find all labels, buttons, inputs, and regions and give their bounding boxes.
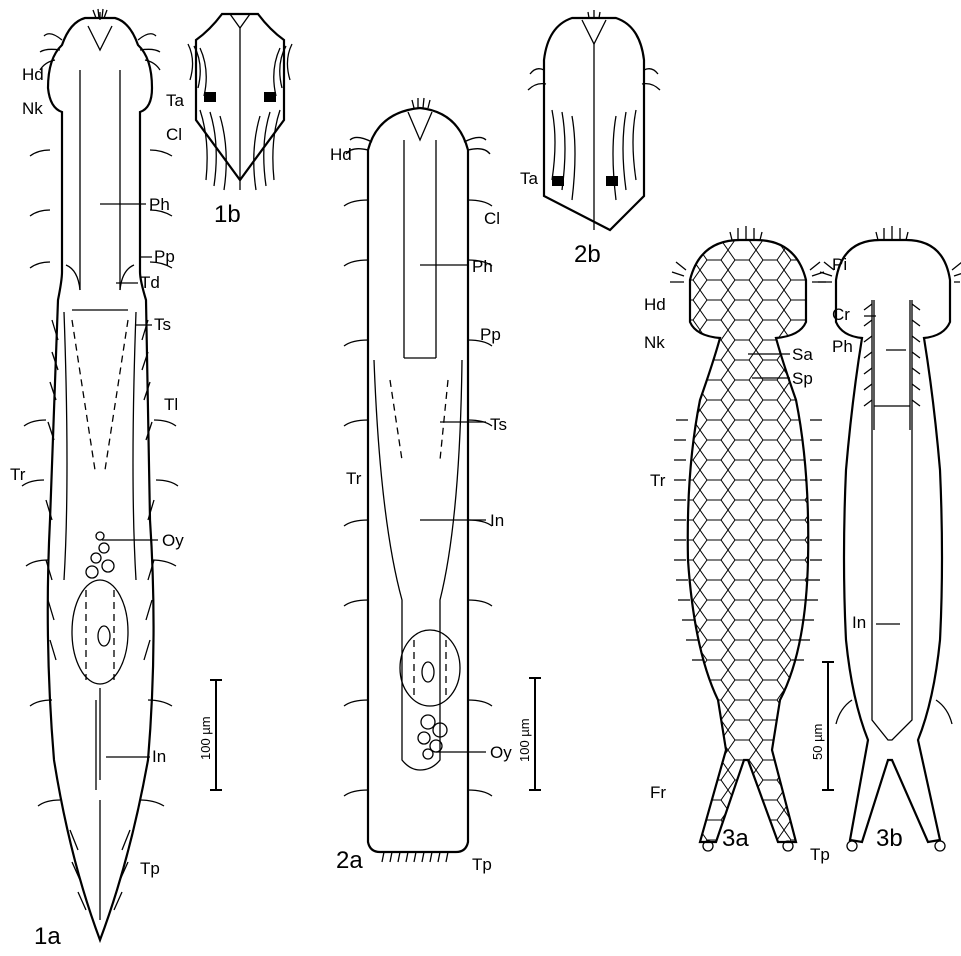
label-nk-1a: Nk [22,99,43,118]
egg-2a [400,630,460,706]
scale-bar-3: 50 µm [810,724,825,760]
label-tp-3b: Tp [810,845,830,864]
figure-label-1b: 1b [214,201,241,228]
figure-label-3b: 3b [876,825,903,852]
label-hd-3a: Hd [644,295,666,314]
label-cl-2a: Cl [484,209,500,228]
figure-3a: Hd Nk Sa Sp Tr Fr 3a [644,226,826,855]
label-pp-1a: Pp [154,247,175,266]
label-ph-3b: Ph [832,337,853,356]
figure-2a: Hd Cl Ph Pp Ts Tr In Oy Tp 2a 100 µm [330,98,541,874]
label-nk-3a: Nk [644,333,665,352]
scale-bar-1: 100 µm [198,716,213,760]
label-ts-2a: Ts [490,415,507,434]
label-pi-3b: Pi [832,255,847,274]
label-hd-2a: Hd [330,145,352,164]
body-outline-3b [836,240,950,842]
label-tr-2a: Tr [346,469,362,488]
label-tr-1a: Tr [10,465,26,484]
label-sa-3a: Sa [792,345,813,364]
label-in-1a: In [152,747,166,766]
figure-1b: Ta Cl 1b [166,14,292,228]
label-ph-2a: Ph [472,257,493,276]
figure-label-2a: 2a [336,847,363,874]
label-ta-2b: Ta [520,169,539,188]
label-ts-1a: Ts [154,315,171,334]
label-tl-1a: Tl [164,395,178,414]
egg-1a [72,580,128,684]
label-tr-3a: Tr [650,471,666,490]
figure-label-3a: 3a [722,825,749,852]
label-ph-1a: Ph [149,195,170,214]
label-tp-2a: Tp [472,855,492,874]
label-cr-3b: Cr [832,305,850,324]
label-fr-3a: Fr [650,783,666,802]
label-pp-2a: Pp [480,325,501,344]
label-sp-3a: Sp [792,369,813,388]
scale-bar-2: 100 µm [517,718,532,762]
figure-3b: Pi Cr Ph In Tp 3b 50 µm [810,226,961,864]
label-ta-1b: Ta [166,91,185,110]
figure-1a: Hd Nk Ph Pp Td Ts Tl Tr Oy In Tp 1a 100 … [10,9,222,950]
label-cl-1b: Cl [166,125,182,144]
body-outline-1a [48,18,154,940]
label-oy-2a: Oy [490,743,512,762]
label-oy-1a: Oy [162,531,184,550]
label-in-3b: In [852,613,866,632]
label-td-1a: Td [140,273,160,292]
figure-label-2b: 2b [574,241,601,268]
figure-label-1a: 1a [34,923,61,950]
figure-2b: Ta 2b [520,10,660,268]
label-hd-1a: Hd [22,65,44,84]
label-in-2a: In [490,511,504,530]
label-tp-1a: Tp [140,859,160,878]
